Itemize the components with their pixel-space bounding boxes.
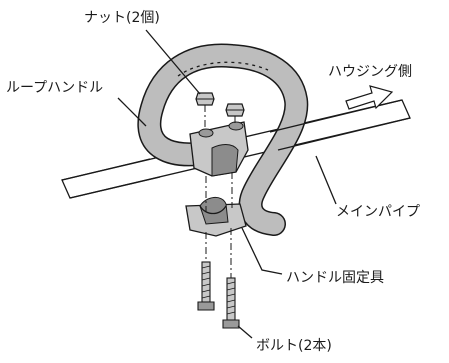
leader-handle-bracket [241, 227, 283, 275]
leader-main-pipe [315, 155, 337, 205]
leader-nut [145, 29, 201, 95]
label-housing-side: ハウジング側 [328, 64, 412, 80]
label-bolt: ボルト(2本) [256, 338, 332, 354]
label-main-pipe: メインパイプ [336, 204, 420, 220]
upper-bracket [189, 121, 249, 177]
bolt-right [222, 277, 240, 329]
label-loop-handle: ループハンドル [6, 80, 103, 96]
nut-left [195, 92, 215, 106]
leader-bolt [237, 325, 253, 339]
alignment-lines [204, 105, 236, 278]
lower-bracket [185, 197, 247, 237]
leader-loop-handle [117, 97, 147, 127]
label-handle-bracket: ハンドル固定具 [286, 270, 384, 286]
loop-handle [137, 43, 309, 236]
housing-arrow [345, 85, 394, 110]
bolt-left [197, 261, 215, 311]
nut-right [225, 103, 245, 117]
label-nut: ナット(2個) [84, 10, 160, 26]
